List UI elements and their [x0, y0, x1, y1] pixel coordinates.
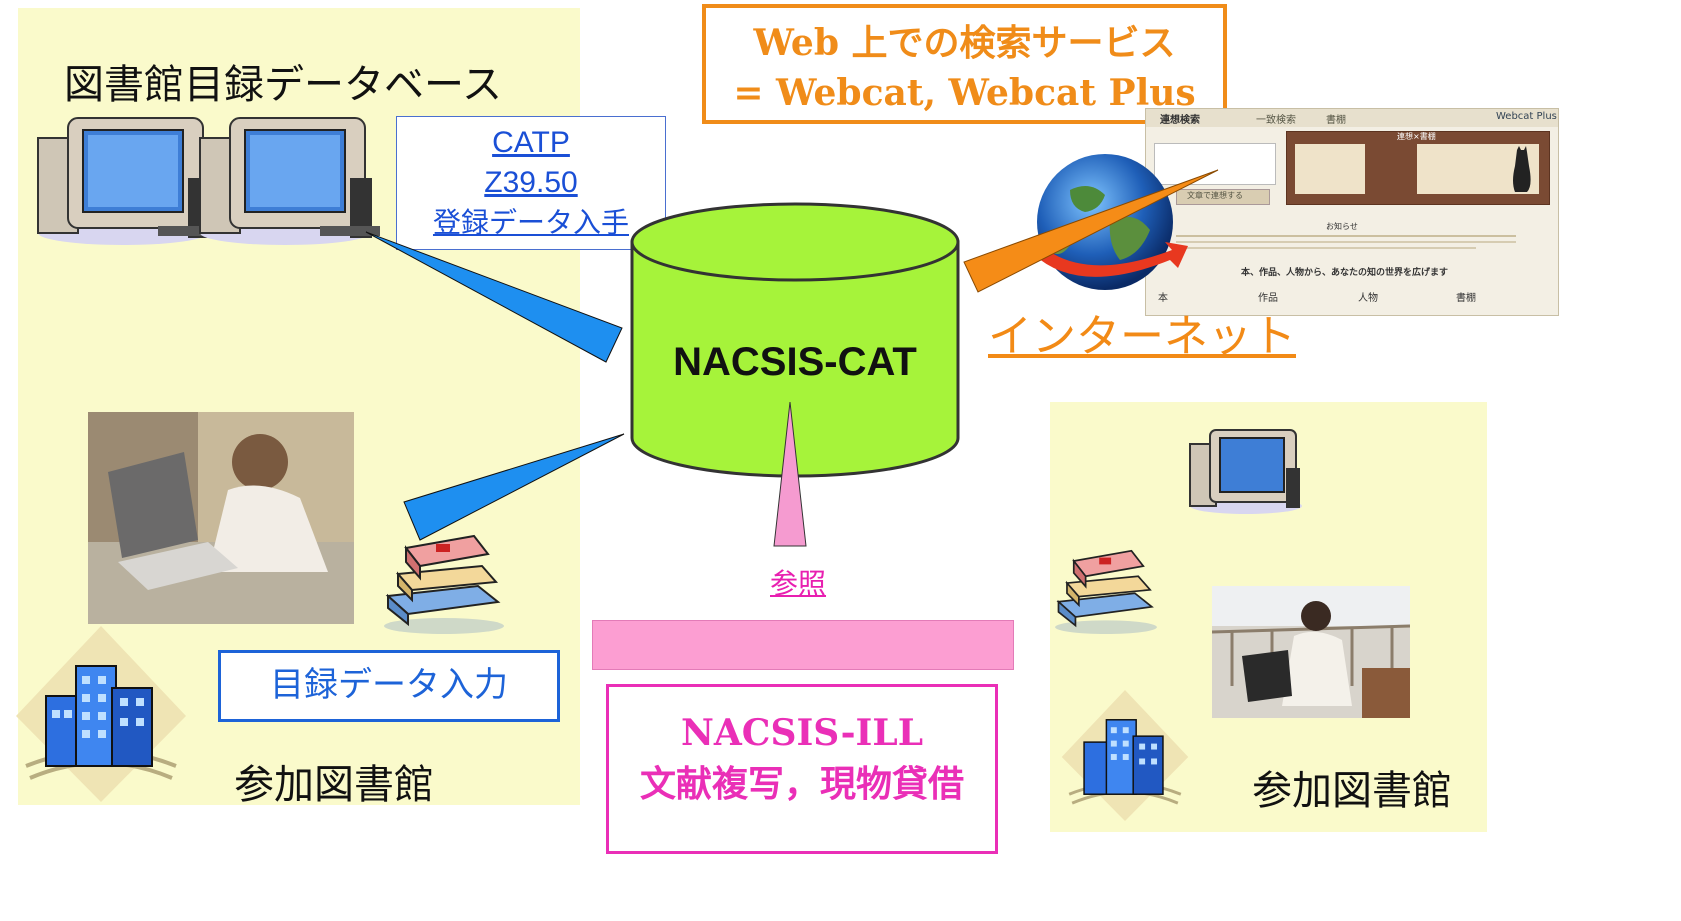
data-acquisition-link[interactable]: 登録データ入手 — [432, 206, 629, 239]
catp-protocol-box: CATP Z39.50 登録データ入手 — [396, 116, 666, 250]
internet-label[interactable]: インターネット — [988, 311, 1296, 362]
ill-description: 文献複写，現物貸借 — [639, 764, 964, 805]
category-work[interactable]: 作品 — [1258, 293, 1278, 304]
webcat-plus-screenshot: 連想検索 一致検索 書棚 Webcat Plus 文章で連想する 連想×書棚 お… — [1145, 108, 1559, 316]
books-icon — [1055, 549, 1157, 634]
computer-icon — [37, 117, 218, 245]
z3950-link[interactable]: Z39.50 — [484, 166, 578, 199]
library-building-icon — [16, 626, 186, 802]
ill-title: NACSIS-ILL — [680, 712, 924, 754]
participating-library-label-right: 参加図書館 — [1252, 768, 1452, 814]
category-shelf[interactable]: 書棚 — [1456, 293, 1476, 304]
tab-shodana[interactable]: 書棚 — [1326, 115, 1346, 126]
web-search-service-box: Web 上での検索サービス = Webcat, Webcat Plus — [702, 4, 1227, 124]
database-label: NACSIS-CAT — [673, 340, 917, 384]
tagline: 本、作品、人物から、あなたの知の世界を広げます — [1241, 268, 1449, 278]
computer-icon — [199, 117, 380, 245]
catalog-database-title: 図書館目録データベース — [64, 62, 502, 108]
nacsis-cat-database — [630, 202, 960, 478]
books-icon — [384, 534, 504, 634]
catalog-data-input-box: 目録データ入力 — [218, 650, 560, 722]
computer-icon — [1189, 429, 1302, 514]
man-at-laptop-photo — [88, 412, 354, 624]
bookshelf-panel: 連想×書棚 — [1286, 131, 1550, 205]
tab-icchi[interactable]: 一致検索 — [1256, 115, 1296, 126]
web-service-line2: = Webcat, Webcat Plus — [733, 72, 1196, 114]
catp-link[interactable]: CATP — [492, 126, 570, 159]
webcat-brand: Webcat Plus — [1496, 111, 1557, 122]
woman-at-laptop-photo — [1212, 586, 1410, 718]
cat-statue-icon — [1513, 146, 1531, 192]
notice-label: お知らせ — [1326, 222, 1358, 231]
associative-search-button[interactable]: 文章で連想する — [1176, 189, 1270, 205]
reference-label[interactable]: 参照 — [770, 567, 827, 600]
category-book[interactable]: 本 — [1158, 293, 1168, 304]
participating-library-label-left: 参加図書館 — [234, 762, 434, 808]
web-service-line1: Web 上での検索サービス — [753, 22, 1176, 64]
category-person[interactable]: 人物 — [1358, 293, 1378, 304]
globe-icon — [1025, 154, 1188, 290]
ill-connector-bar — [592, 620, 1014, 670]
nacsis-ill-box: NACSIS-ILL 文献複写，現物貸借 — [606, 684, 998, 854]
search-text-area[interactable] — [1154, 143, 1276, 185]
tab-rensou[interactable]: 連想検索 — [1160, 115, 1200, 126]
library-building-icon — [1061, 690, 1189, 822]
